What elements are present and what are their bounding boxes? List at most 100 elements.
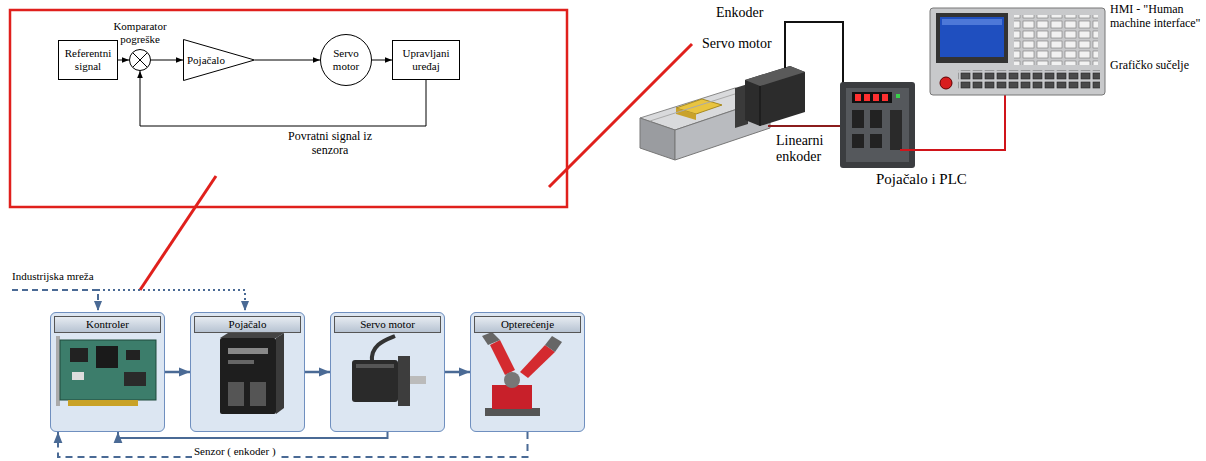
connector-arrow bbox=[151, 60, 183, 61]
hmi-panel-picture bbox=[940, 77, 952, 89]
gripper-picture bbox=[504, 372, 520, 388]
controller-card-picture bbox=[56, 336, 156, 406]
hmi-cable bbox=[900, 95, 1005, 150]
hmi-panel-picture bbox=[930, 8, 1105, 95]
part-label: Servo motor bbox=[702, 36, 772, 52]
summing-junction: Komparator pogreške bbox=[129, 49, 151, 71]
controller-card-picture bbox=[60, 340, 156, 400]
servo-motor-picture bbox=[745, 66, 805, 86]
connector-arrow bbox=[255, 60, 320, 61]
amplifier-plc-picture bbox=[846, 88, 909, 162]
connector-arrow bbox=[58, 432, 528, 457]
servo-motor-picture bbox=[356, 364, 394, 368]
label-holder: Linearni enkoder bbox=[776, 133, 838, 165]
node-text: Pojačalo bbox=[194, 316, 301, 333]
panel-grounds bbox=[50, 312, 585, 432]
label-holder: HMI - "Human machine interface" bbox=[1110, 3, 1204, 31]
node-text: Pojačalo bbox=[183, 54, 225, 67]
gripper-picture bbox=[490, 340, 515, 375]
edge-label: Povratni signal iz senzora bbox=[280, 130, 380, 158]
hmi-panel-picture bbox=[930, 8, 1105, 95]
device-label: HMI - "Human machine interface" bbox=[1110, 3, 1204, 31]
amplifier-plc-picture bbox=[873, 94, 879, 101]
amplifier-drive-picture bbox=[220, 333, 284, 414]
amplifier-drive-picture bbox=[276, 333, 284, 414]
amplifier-drive-picture bbox=[250, 382, 266, 406]
edge-label-holder: Povratni signal iz senzora bbox=[280, 130, 380, 158]
part-label: Pojačalo i PLC bbox=[876, 171, 967, 188]
amplifier-drive-picture bbox=[228, 382, 244, 406]
label-holder: Servo motor bbox=[702, 34, 772, 52]
node-text: Komparator pogreške bbox=[100, 20, 180, 45]
network-lines bbox=[12, 290, 98, 311]
panel-grounds bbox=[470, 312, 585, 432]
panel-grounds bbox=[50, 312, 165, 432]
amplifier-drive-picture bbox=[228, 348, 268, 354]
gripper-picture bbox=[492, 385, 532, 409]
connectors bbox=[58, 60, 528, 457]
hmi-panel-picture bbox=[942, 19, 1002, 25]
gripper-picture bbox=[485, 408, 540, 416]
connector-arrow bbox=[165, 371, 190, 374]
node-text: Opterećenje bbox=[474, 316, 581, 333]
hmi-panel-picture bbox=[936, 13, 1008, 63]
gripper-picture bbox=[545, 336, 562, 352]
servo-motor-picture bbox=[410, 376, 426, 384]
process-box: Upravljani uređaj bbox=[392, 40, 460, 80]
controller-card-picture bbox=[126, 350, 140, 360]
label-holder: Pojačalo i PLC bbox=[876, 170, 967, 188]
component-panel: Servo motor bbox=[330, 312, 445, 432]
servo-motor-picture bbox=[372, 336, 395, 362]
servo-motor-picture bbox=[735, 66, 805, 128]
signal-box: Referentni signal bbox=[58, 40, 118, 80]
node-text: Servo motor bbox=[334, 316, 441, 333]
amplifier-plc-picture bbox=[840, 82, 915, 168]
amplifier-plc-picture bbox=[870, 110, 882, 128]
amplifier-plc-picture bbox=[896, 94, 900, 98]
amplifier-drive-picture bbox=[220, 333, 284, 338]
hmi-panel-picture bbox=[958, 70, 1100, 90]
network-lines bbox=[98, 290, 245, 311]
network-lines bbox=[12, 290, 245, 311]
node-text: Servo motor bbox=[326, 47, 366, 72]
servo-motor-picture bbox=[352, 336, 426, 406]
device-label: Grafičko sučelje bbox=[1110, 59, 1204, 73]
servo-motor-picture bbox=[352, 360, 398, 402]
linear-stage bbox=[640, 118, 675, 160]
node-outline bbox=[129, 49, 151, 71]
label-holder: Grafičko sučelje bbox=[1110, 59, 1204, 73]
servo-motor-picture bbox=[398, 356, 410, 406]
red-frame bbox=[10, 10, 692, 290]
connector-arrow bbox=[372, 60, 392, 61]
hmi-panel-picture bbox=[1014, 15, 1098, 65]
edge-label-holder: Senzor ( enkoder ) bbox=[192, 441, 278, 459]
node-text: Referentni signal bbox=[59, 47, 117, 72]
amplifier-drive-picture bbox=[220, 338, 276, 414]
amplifier-plc-picture bbox=[890, 110, 902, 150]
amplifier-plc-picture bbox=[882, 94, 888, 101]
component-panel: Opterećenje bbox=[470, 312, 585, 432]
servo-motor-picture bbox=[745, 66, 805, 126]
label-holder: Enkoder bbox=[716, 3, 763, 21]
red-frame bbox=[140, 176, 216, 290]
amplifier-triangle: Pojačalo bbox=[183, 39, 255, 81]
panel-grounds bbox=[330, 312, 445, 432]
node-text: Kontroler bbox=[54, 316, 161, 333]
panel-grounds bbox=[190, 312, 305, 432]
controller-card-picture bbox=[68, 400, 138, 406]
controller-card-picture bbox=[72, 372, 84, 380]
connector-arrow bbox=[305, 371, 330, 374]
connector-arrow bbox=[445, 371, 470, 374]
amplifier-plc-picture bbox=[852, 110, 864, 128]
amplifier-plc-picture bbox=[864, 94, 870, 101]
part-label: Linearni enkoder bbox=[776, 133, 838, 165]
edge-label: Senzor ( enkoder ) bbox=[192, 445, 278, 458]
gripper-picture bbox=[520, 345, 555, 378]
controller-card-picture bbox=[96, 346, 118, 368]
network-label: Industrijska mreža bbox=[12, 270, 94, 283]
connector-arrow bbox=[118, 60, 129, 61]
